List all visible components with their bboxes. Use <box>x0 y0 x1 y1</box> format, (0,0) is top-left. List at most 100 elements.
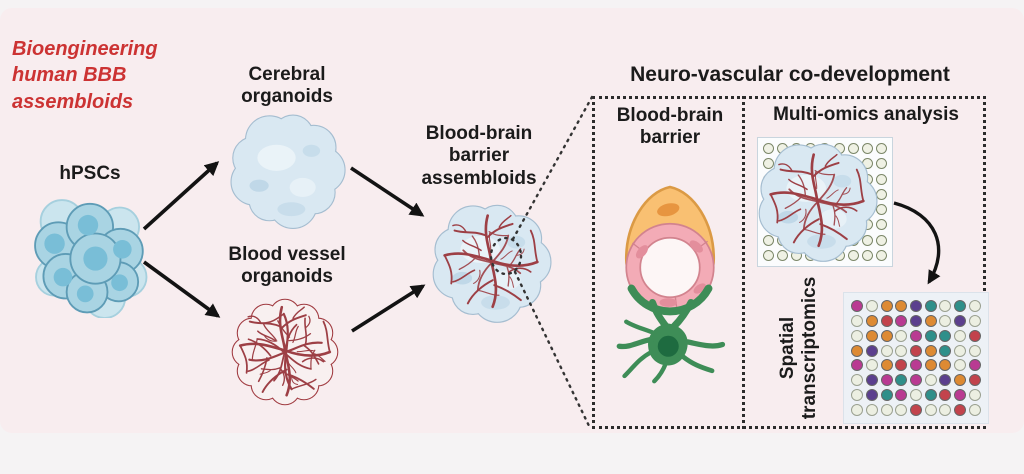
bbb-assembloid-illustration <box>428 199 554 325</box>
bbb-section-label: Blood-brain barrier <box>616 105 724 149</box>
capture-spot <box>876 204 888 216</box>
transcriptomics-dot <box>851 359 864 372</box>
transcriptomics-dot <box>851 344 864 357</box>
transcriptomics-dot <box>880 300 893 313</box>
transcriptomics-dot <box>909 315 922 328</box>
capture-spot <box>762 143 774 155</box>
transcriptomics-dot <box>909 329 922 342</box>
hpscs-label: hPSCs <box>59 163 121 184</box>
multiomics-section-label: Multi-omics analysis <box>773 104 959 125</box>
transcriptomics-dot <box>939 403 952 416</box>
capture-spot <box>876 249 888 261</box>
endothelial-nuclei <box>635 240 706 307</box>
capture-spot <box>876 188 888 200</box>
transcriptomics-dot <box>953 300 966 313</box>
transcriptomics-dot <box>895 388 908 401</box>
transcriptomics-dot <box>895 344 908 357</box>
transcriptomics-dot <box>953 388 966 401</box>
transcriptomics-dot <box>953 315 966 328</box>
transcriptomics-dot <box>968 374 981 387</box>
blood-vessel-organoid-illustration <box>231 298 339 406</box>
transcriptomics-dot <box>880 315 893 328</box>
capture-spot <box>862 249 874 261</box>
transcriptomics-dot <box>953 344 966 357</box>
transcriptomics-dot <box>895 374 908 387</box>
transcriptomics-dot <box>865 388 878 401</box>
blood-vessel-organoids-label: Blood vessel organoids <box>228 244 346 288</box>
cerebral-organoids-label: Cerebral organoids <box>241 64 333 108</box>
transcriptomics-dot <box>851 329 864 342</box>
transcriptomics-dot <box>968 388 981 401</box>
pericyte-nucleus <box>657 203 680 217</box>
capture-spot <box>862 143 874 155</box>
transcriptomics-dot <box>939 388 952 401</box>
figure-title: Bioengineering human BBB assembloids <box>12 38 158 113</box>
transcriptomics-dot <box>880 374 893 387</box>
transcriptomics-dot <box>909 403 922 416</box>
transcriptomics-dot <box>851 403 864 416</box>
transcriptomics-dot <box>924 344 937 357</box>
capture-spot <box>776 249 788 261</box>
astrocyte-nucleus <box>657 335 679 357</box>
transcriptomics-dot <box>909 374 922 387</box>
transcriptomics-dot <box>909 344 922 357</box>
spatial-dot-grid <box>843 292 989 424</box>
transcriptomics-dot <box>953 329 966 342</box>
transcriptomics-dot <box>939 344 952 357</box>
astrocyte-shape <box>616 284 726 384</box>
transcriptomics-dot <box>924 300 937 313</box>
panel-divider <box>742 96 745 429</box>
bbb-cross-section-illustration <box>616 185 726 384</box>
transcriptomics-dot <box>895 329 908 342</box>
transcriptomics-dot <box>968 300 981 313</box>
assembloid-on-capture-grid-illustration <box>754 138 880 264</box>
transcriptomics-dot <box>865 300 878 313</box>
transcriptomics-dot <box>968 359 981 372</box>
transcriptomics-dot <box>939 359 952 372</box>
transcriptomics-dot <box>880 359 893 372</box>
transcriptomics-dot <box>939 329 952 342</box>
capture-spot <box>862 234 874 246</box>
transcriptomics-dot <box>968 403 981 416</box>
transcriptomics-dot <box>865 359 878 372</box>
bbb-assembloids-label: Blood-brain barrier assembloids <box>421 123 537 189</box>
capture-spot <box>876 219 888 231</box>
spatial-transcriptomics-label: Spatial transcriptomics <box>777 276 821 420</box>
transcriptomics-dot <box>851 315 864 328</box>
capture-spot <box>762 158 774 170</box>
transcriptomics-dot <box>851 300 864 313</box>
transcriptomics-dot <box>851 388 864 401</box>
cerebral-organoid-illustration <box>230 114 346 229</box>
transcriptomics-dot <box>968 329 981 342</box>
capture-spot <box>847 143 859 155</box>
transcriptomics-dot <box>939 374 952 387</box>
capture-spot <box>762 234 774 246</box>
transcriptomics-dot <box>953 374 966 387</box>
capture-spot <box>876 143 888 155</box>
capture-spot <box>876 234 888 246</box>
transcriptomics-dot <box>953 359 966 372</box>
transcriptomics-dot <box>880 403 893 416</box>
transcriptomics-dot <box>895 315 908 328</box>
capture-spot <box>876 173 888 185</box>
transcriptomics-dot <box>924 329 937 342</box>
transcriptomics-dot <box>968 315 981 328</box>
transcriptomics-dot <box>909 300 922 313</box>
transcriptomics-dot <box>924 388 937 401</box>
capture-spot <box>876 158 888 170</box>
transcriptomics-dot <box>880 344 893 357</box>
transcriptomics-dot <box>865 329 878 342</box>
transcriptomics-dot <box>865 315 878 328</box>
transcriptomics-dot <box>924 359 937 372</box>
transcriptomics-dot <box>880 329 893 342</box>
transcriptomics-dot <box>880 388 893 401</box>
transcriptomics-dot <box>924 315 937 328</box>
codevelopment-dashed-box <box>592 96 986 429</box>
transcriptomics-dot <box>865 344 878 357</box>
transcriptomics-dot <box>939 300 952 313</box>
transcriptomics-dot <box>953 403 966 416</box>
transcriptomics-dot <box>924 374 937 387</box>
transcriptomics-dot <box>909 388 922 401</box>
transcriptomics-dot <box>851 374 864 387</box>
